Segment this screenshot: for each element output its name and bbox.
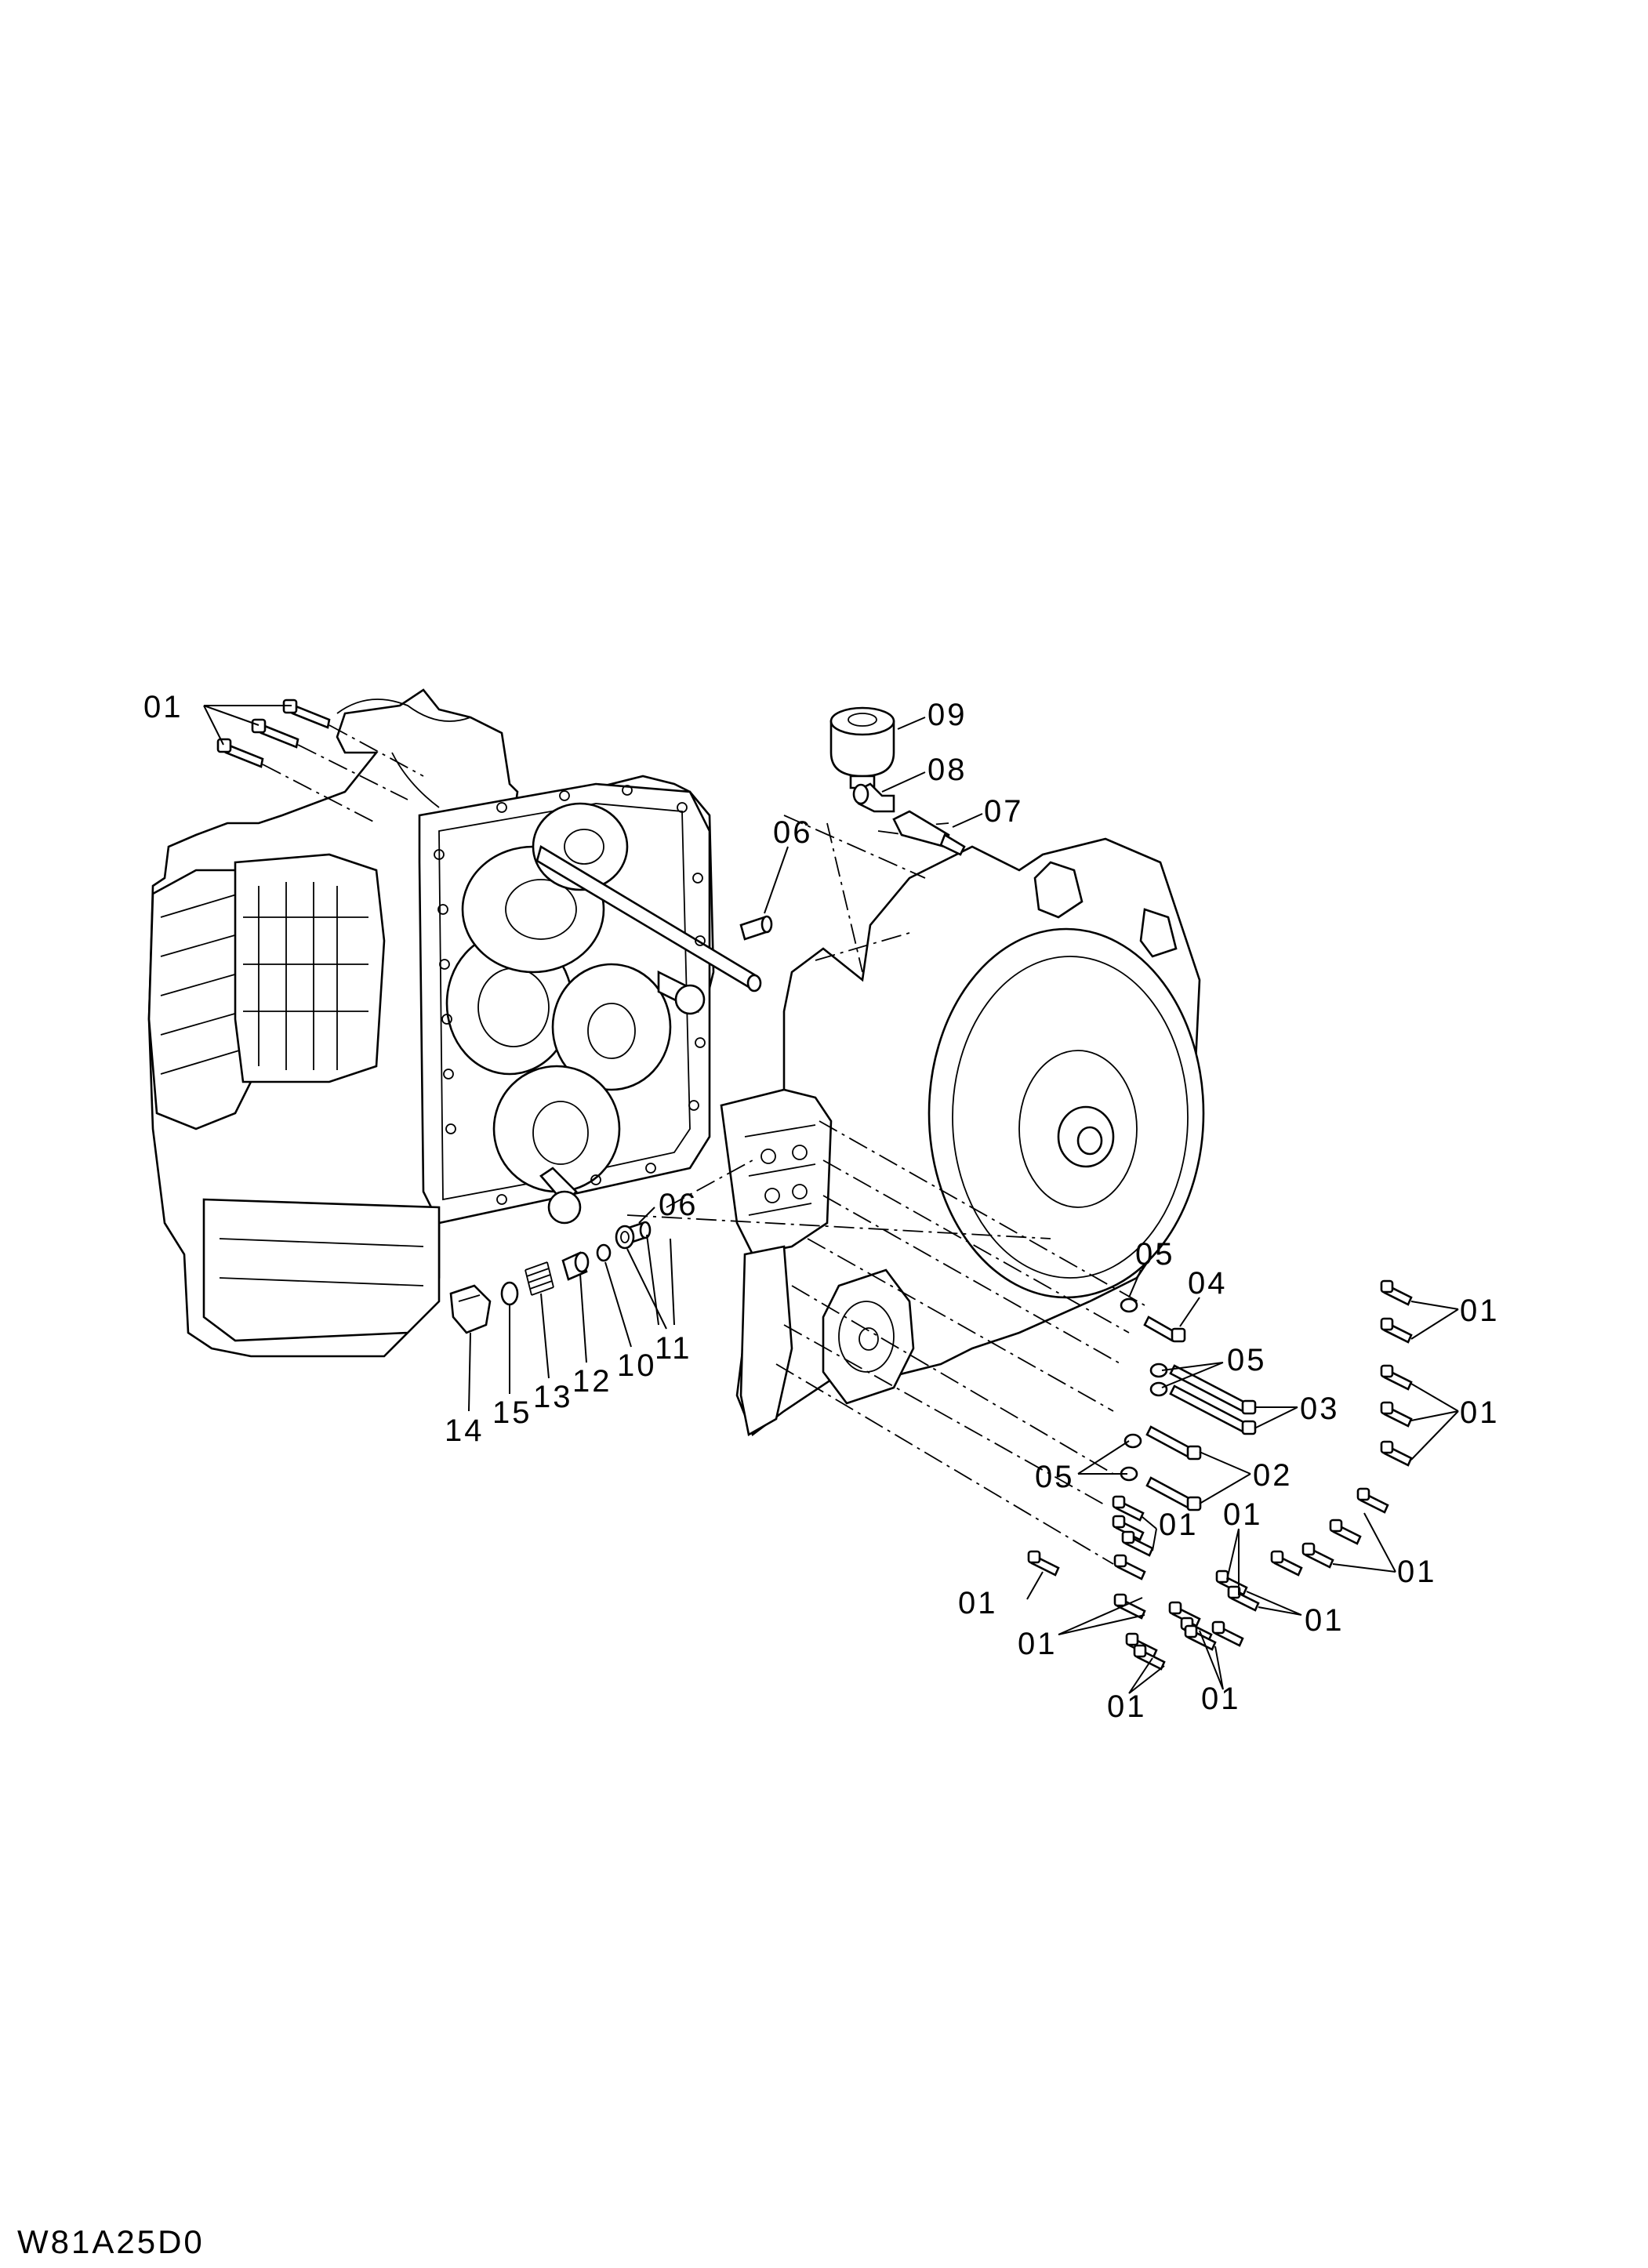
callout-01-right-2: 01	[1460, 1395, 1500, 1430]
part-10-ring	[596, 1243, 612, 1262]
part-11-plug	[615, 1225, 635, 1250]
callout-01-bottom-1: 01	[958, 1586, 998, 1620]
part-04-bolt	[1143, 1315, 1186, 1343]
part-13-spring	[525, 1261, 554, 1296]
part-14-plug	[449, 1284, 492, 1334]
callout-01-bottom-5: 01	[1201, 1682, 1241, 1716]
callout-04: 04	[1188, 1266, 1228, 1301]
part-09-filter	[829, 706, 895, 789]
part-08-elbow-fitting	[852, 782, 895, 813]
part-15-o-ring	[500, 1281, 519, 1306]
callout-05-a: 05	[1135, 1237, 1175, 1272]
callout-03: 03	[1300, 1392, 1340, 1426]
callout-13: 13	[533, 1380, 573, 1414]
converter-housing-assembly	[720, 837, 1205, 1437]
callout-07: 07	[984, 794, 1024, 829]
drawing-code: W81A25D0	[17, 2223, 205, 2260]
callout-10: 10	[617, 1348, 657, 1383]
callout-01-right-5: 01	[1397, 1555, 1437, 1589]
callout-05-b: 05	[1227, 1343, 1267, 1377]
part-02-bolts	[1145, 1425, 1202, 1511]
part-12-piston	[561, 1251, 590, 1281]
callout-01-top-left: 01	[143, 690, 183, 724]
callout-12: 12	[572, 1364, 612, 1399]
callout-01-right-1: 01	[1460, 1294, 1500, 1328]
transmission-housing-assembly	[147, 688, 762, 1358]
callout-01-bottom-3: 01	[1018, 1627, 1058, 1661]
part-07-sensor	[892, 810, 966, 856]
callout-06-lower: 06	[659, 1188, 699, 1222]
part-05-washers	[1120, 1297, 1168, 1482]
callout-08: 08	[927, 753, 967, 787]
callout-01-bottom-4: 01	[1107, 1689, 1147, 1724]
callout-11: 11	[655, 1331, 692, 1366]
housing-bolt-holes	[434, 785, 706, 1205]
callout-15: 15	[492, 1395, 532, 1430]
callout-09: 09	[927, 698, 967, 732]
leader-lines	[638, 717, 1459, 1694]
callout-14: 14	[445, 1413, 485, 1448]
callout-05-c: 05	[1035, 1460, 1075, 1494]
callout-06-upper: 06	[773, 815, 813, 850]
callout-01-right-4: 01	[1223, 1497, 1263, 1532]
bolts-top-left	[203, 699, 424, 824]
callout-labels: 01 09 08 07 06 06 05 04 05 03 05 02 01 0…	[17, 690, 1500, 2260]
small-parts-leaders	[468, 1248, 667, 1412]
callout-01-bottom-2: 01	[1305, 1603, 1345, 1638]
part-01-cap-screws	[1027, 1279, 1413, 1671]
assembly-center-lines	[626, 815, 1145, 1565]
callout-02: 02	[1253, 1458, 1293, 1493]
callout-01-right-3: 01	[1159, 1508, 1199, 1542]
